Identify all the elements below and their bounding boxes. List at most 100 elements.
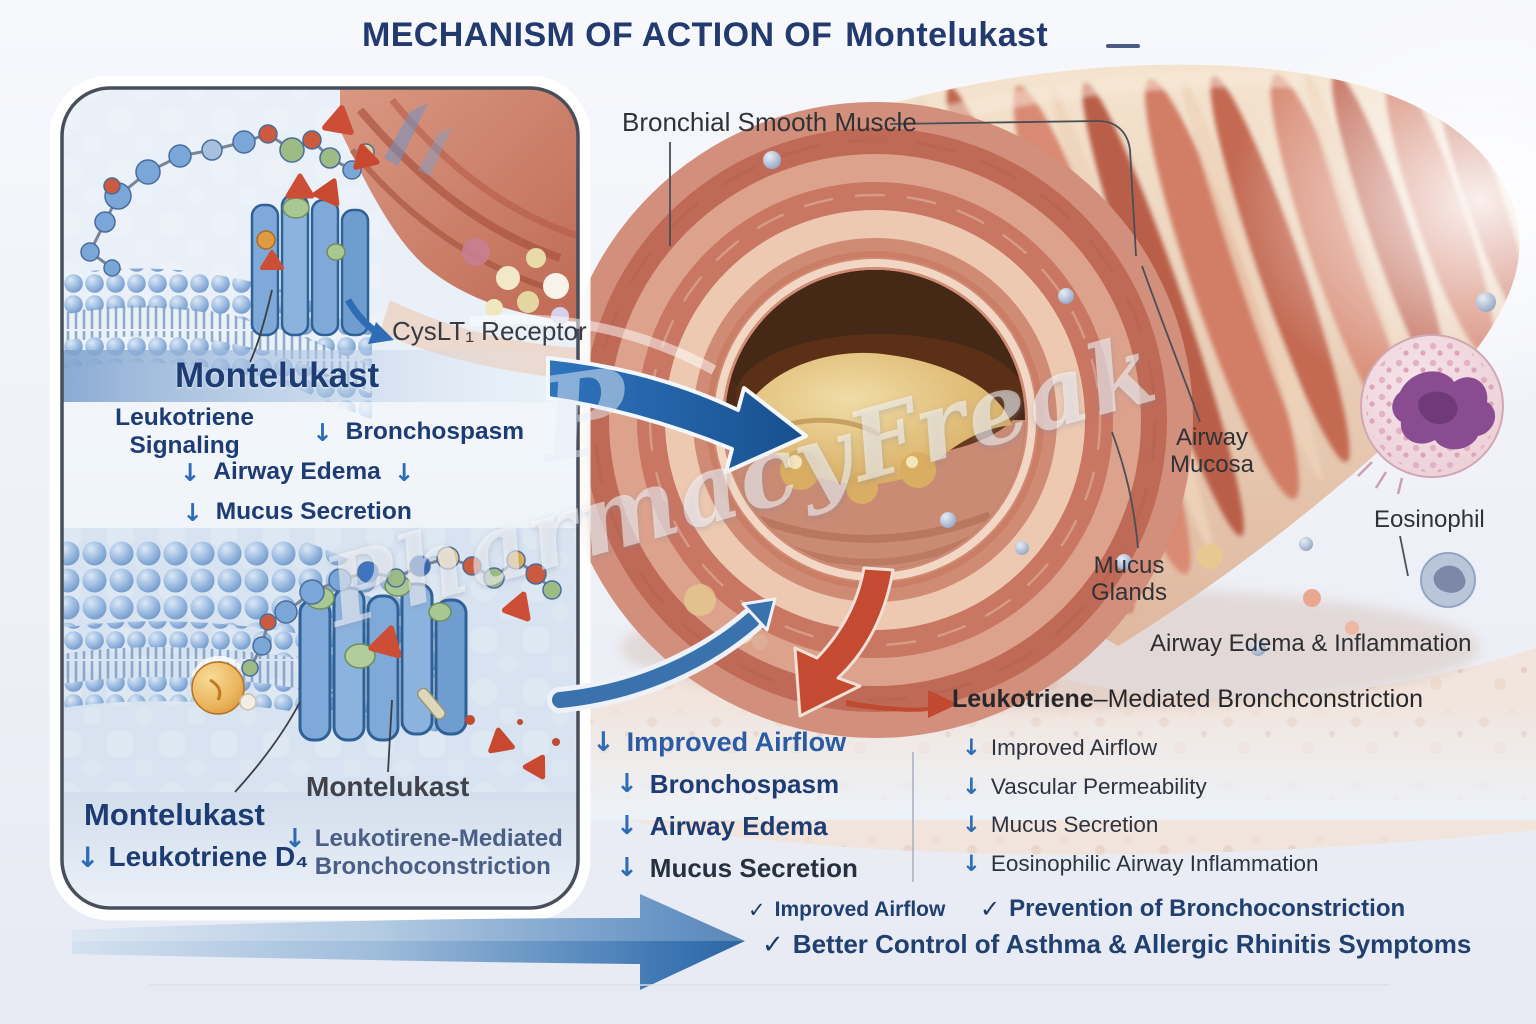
receptor-graphic-bottom [298, 575, 468, 742]
label-leukotriene-d4: ↓ Leukotriene D₄ [76, 841, 309, 874]
bronchus-cross-section [542, 102, 1193, 738]
leader-lines [669, 120, 1409, 577]
outcome-label: Mucus Secretion [990, 812, 1159, 838]
eosinophil-cell [1357, 334, 1504, 495]
effects-row-2: ↓ Airway Edema ↓ [70, 452, 524, 492]
benefit-improved-airflow: ✓ Improved Airflow [748, 898, 945, 922]
down-arrow-icon: ↓ [962, 773, 981, 800]
bottom-rule [150, 984, 1390, 986]
down-arrow-icon: ↓ [962, 850, 981, 877]
down-arrow-icon: ↓ [393, 457, 415, 487]
red-arrow-main [793, 566, 895, 718]
outcome-label: Eosinophilic Airway Inflammation [990, 850, 1319, 876]
r-outcome-eosinophilic-inflammation: ↓ Eosinophilic Airway Inflammation [962, 845, 1319, 884]
receptor-signal-arrowhead [368, 322, 394, 344]
mediated-text: Leukotirene-Mediated Bronchoconstriction [315, 825, 563, 881]
down-arrow-icon: ↓ [76, 841, 100, 874]
r-outcome-mucus-secretion: ↓ Mucus Secretion [962, 806, 1319, 845]
small-immune-cell [1420, 552, 1476, 608]
r-outcome-improved-airflow: ↓ Improved Airflow [962, 729, 1319, 768]
benefit-label: Better Control of Asthma & Allergic Rhin… [792, 929, 1472, 959]
benefit-label: Improved Airflow [774, 898, 946, 921]
blue-arrow-main [469, 314, 808, 474]
title-rule [1106, 44, 1140, 48]
banner-arrow [72, 894, 745, 990]
outcome-label: Airway Edema [649, 810, 828, 841]
down-arrow-icon: ↓ [284, 824, 306, 854]
montelukast-molecule [80, 124, 375, 277]
down-arrow-icon: ↓ [616, 811, 638, 841]
leukotriene-triangles [312, 103, 452, 207]
mediated-line2: Bronchoconstriction [314, 853, 551, 880]
label-montelukast-bottom-center: Montelukast [306, 771, 470, 802]
airway-mucosa-line1: Airway [1175, 424, 1248, 451]
label-cyslt1-receptor: CysLT₁ Receptor [392, 316, 587, 346]
outcome-label: Bronchospasm [649, 768, 840, 799]
outcome-mucus-secretion: ↓ Mucus Secretion [616, 847, 858, 889]
down-arrow-icon: ↓ [962, 812, 981, 839]
inset-leader-lines [234, 289, 393, 793]
debris-cells [752, 151, 1496, 656]
leukotriene-triangles-bottom [465, 591, 560, 780]
effects-leukotriene-signaling: Leukotriene Signaling [115, 404, 254, 459]
airway-mucosa-line2: Mucosa [1169, 451, 1255, 478]
title-caps: MECHANISM OF ACTION OF [362, 16, 833, 54]
down-arrow-icon: ↓ [179, 457, 201, 487]
outcome-improved-airflow: ↓ Improved Airflow [592, 721, 858, 763]
down-arrow-icon: ↓ [962, 735, 981, 762]
header-mediated-bronchconstriction: –Mediated Bronchconstriction [1093, 685, 1424, 713]
phospholipid-orange [191, 655, 257, 715]
header-leukotriene: Leukotriene [952, 685, 1094, 713]
mucus-glands-line2: Glands [1090, 579, 1168, 606]
label-bronchial-smooth-muscle: Bronchial Smooth Muscle [622, 107, 917, 137]
label-mediated-bronchoconstriction: ↓ Leukotirene-Mediated Bronchoconstricti… [284, 825, 563, 881]
effects-row-3: ↓ Mucus Secretion [70, 492, 524, 532]
label-mucus-glands: Mucus Glands [1076, 552, 1182, 606]
outcome-bronchospasm: ↓ Bronchospasm [616, 763, 858, 805]
effects-row-1: Leukotriene Signaling ↓ Bronchospasm [70, 404, 524, 459]
effects-airway-edema: Airway Edema [213, 458, 381, 485]
down-arrow-icon: ↓ [616, 853, 638, 883]
check-icon: ✓ [748, 898, 766, 922]
down-arrow-icon: ↓ [592, 726, 615, 758]
effects-mucus-secretion: Mucus Secretion [215, 498, 412, 525]
effects-list-top: Leukotriene Signaling ↓ Bronchospasm ↓ A… [70, 404, 524, 532]
label-band [62, 350, 578, 402]
down-arrow-icon: ↓ [312, 417, 333, 447]
right-outcomes-header: Leukotriene–Mediated Bronchconstriction [952, 685, 1423, 714]
down-arrow-icon: ↓ [182, 497, 203, 527]
label-eosinophil: Eosinophil [1374, 506, 1485, 533]
list-divider [912, 752, 914, 882]
check-icon: ✓ [762, 929, 784, 960]
outcome-label: Mucus Secretion [649, 852, 858, 883]
mist-fade [1230, 0, 1536, 410]
leukotriene-d4-text: Leukotriene D₄ [108, 841, 309, 872]
label-airway-mucosa: Airway Mucosa [1150, 424, 1274, 478]
outcome-airway-edema: ↓ Airway Edema [616, 805, 858, 847]
outcome-label: Improved Airflow [990, 735, 1158, 761]
blue-arrow-secondary [547, 597, 777, 713]
check-icon: ✓ [980, 895, 1001, 923]
outcome-label: Vascular Permeability [990, 773, 1207, 799]
mediated-line1: Leukotirene-Mediated [314, 825, 563, 852]
cyslt1-receptor-graphic [250, 173, 370, 337]
r-outcome-vascular-permeability: ↓ Vascular Permeability [962, 768, 1319, 807]
label-airway-edema-inflammation: Airway Edema & Inflammation [1150, 630, 1472, 657]
label-montelukast-bottom-left: Montelukast [84, 797, 265, 832]
mucus-glands-line1: Mucus [1093, 552, 1165, 579]
montelukast-molecule-bottom [241, 546, 562, 677]
effects-bronchospasm: Bronchospasm [345, 418, 524, 445]
title-drug-name: Montelukast [845, 16, 1049, 54]
benefit-asthma-rhinitis-control: ✓ Better Control of Asthma & Allergic Rh… [762, 929, 1471, 960]
benefit-prevention-bronchoconstriction: ✓ Prevention of Bronchoconstriction [980, 895, 1405, 923]
down-arrow-icon: ↓ [616, 769, 638, 799]
label-montelukast-top: Montelukast [175, 356, 380, 395]
page-title: MECHANISM OF ACTION OF Montelukast [362, 16, 1048, 55]
outcome-label: Improved Airflow [626, 726, 847, 757]
center-outcomes-list: ↓ Improved Airflow ↓ Bronchospasm ↓ Airw… [592, 721, 858, 889]
benefit-label: Prevention of Bronchoconstriction [1009, 895, 1406, 922]
right-outcomes-list: ↓ Improved Airflow ↓ Vascular Permeabili… [962, 729, 1319, 883]
red-arrow-pointer [846, 690, 958, 718]
